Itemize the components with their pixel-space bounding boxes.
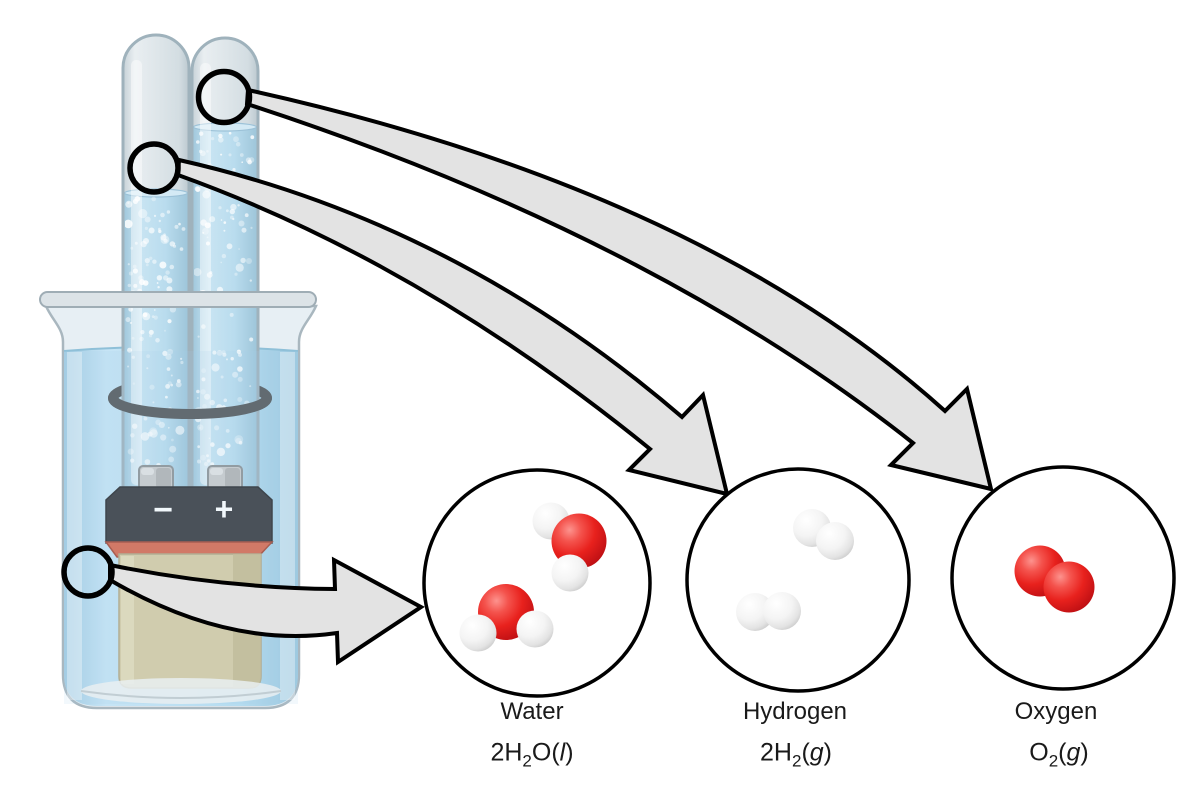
hydrogen-label: Hydrogen (742, 698, 848, 725)
hydrogen-formula: 2H2(g) (760, 738, 832, 771)
callout-circle-oxygen-gas (195, 68, 253, 126)
water-tint-overlay (64, 351, 298, 704)
water-view-circle (422, 468, 652, 698)
callout-circle-water (61, 545, 115, 599)
hydrogen-molecule-2 (736, 592, 801, 631)
beaker-glass-highlight-left (67, 352, 82, 700)
beaker-glass-highlight-right (280, 352, 295, 700)
battery-negative-terminal-label: − (153, 491, 173, 529)
water-label: Water (500, 698, 564, 725)
oxygen-label: Oxygen (1014, 698, 1098, 725)
water-molecule-2 (459, 584, 554, 652)
gas-bubbles-left (125, 196, 186, 468)
battery-positive-terminal-label: + (215, 491, 234, 527)
water-formula: 2H2O(l) (490, 738, 574, 771)
callout-circle-hydrogen-gas (127, 141, 181, 195)
test-tube-hydrogen (121, 33, 191, 497)
ring-clamp-front (108, 393, 272, 419)
arrow-to-water (108, 556, 425, 666)
hydrogen-view-circle (685, 467, 911, 693)
molecule-view-water (422, 468, 652, 698)
oxygen-molecule (1014, 545, 1095, 613)
molecule-view-hydrogen (685, 467, 911, 693)
hydrogen-molecule-1 (793, 509, 854, 560)
arrow-to-oxygen (244, 87, 994, 492)
beaker-rim (39, 291, 317, 308)
water-molecule-1 (532, 502, 607, 592)
molecule-view-oxygen (950, 465, 1176, 691)
test-tube-oxygen (190, 36, 260, 497)
beaker-bottom (81, 678, 281, 704)
oxygen-formula: O2(g) (1029, 738, 1089, 771)
